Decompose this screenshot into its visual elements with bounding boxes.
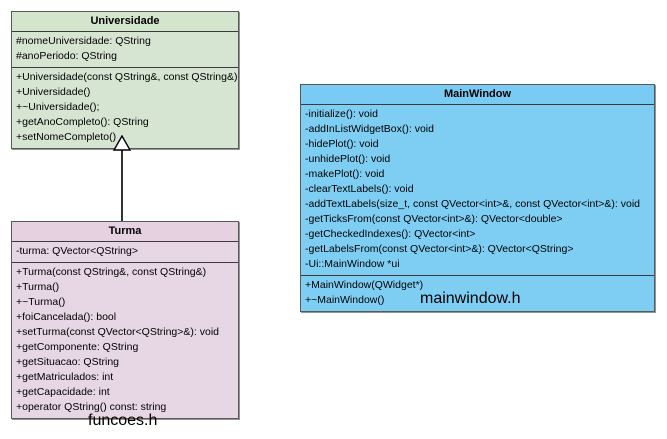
operation-row: +foiCancelada(): bool bbox=[16, 311, 117, 323]
operation-row: +getAnoCompleto(): QString bbox=[16, 116, 149, 128]
operation-row: +getComponente: QString bbox=[16, 341, 139, 353]
operation-row: +setNomeCompleto() bbox=[16, 131, 117, 143]
member-row: -Ui::MainWindow *ui bbox=[305, 258, 400, 270]
operation-row: +~Universidade(); bbox=[16, 101, 100, 113]
attribute-row: -turma: QVector<QString> bbox=[16, 245, 138, 257]
member-row: -getTicksFrom(const QVector<int>&): QVec… bbox=[305, 213, 563, 225]
member-row: +~MainWindow() bbox=[305, 294, 385, 306]
public-members-compartment-mainwindow: +MainWindow(QWidget*) +~MainWindow() bbox=[301, 276, 654, 311]
caption-funcoes-header: funcoes.h bbox=[88, 412, 158, 429]
member-row: -addInListWidgetBox(): void bbox=[305, 123, 434, 135]
attributes-compartment-universidade: #nomeUniversidade: QString #anoPeriodo: … bbox=[12, 32, 238, 68]
operation-row: +Universidade(const QString&, const QStr… bbox=[16, 71, 238, 83]
operation-row: +Universidade() bbox=[16, 86, 91, 98]
operations-compartment-turma: +Turma(const QString&, const QString&) +… bbox=[12, 263, 238, 418]
operation-row: +Turma(const QString&, const QString&) bbox=[16, 266, 207, 278]
attribute-row: #nomeUniversidade: QString bbox=[16, 35, 151, 47]
member-row: -initialize(): void bbox=[305, 108, 378, 120]
class-box-mainwindow[interactable]: MainWindow -initialize(): void -addInLis… bbox=[300, 84, 655, 312]
operation-row: +operator QString() const: string bbox=[16, 401, 167, 413]
class-box-turma[interactable]: Turma -turma: QVector<QString> +Turma(co… bbox=[11, 221, 239, 419]
member-row: -getLabelsFrom(const QVector<int>&): QVe… bbox=[305, 243, 574, 255]
operation-row: +Turma() bbox=[16, 281, 60, 293]
member-row: -unhidePlot(): void bbox=[305, 153, 391, 165]
class-box-universidade[interactable]: Universidade #nomeUniversidade: QString … bbox=[11, 11, 239, 149]
private-members-compartment-mainwindow: -initialize(): void -addInListWidgetBox(… bbox=[301, 105, 654, 276]
class-title-mainwindow: MainWindow bbox=[301, 85, 654, 105]
operation-row: +getCapacidade: int bbox=[16, 386, 110, 398]
caption-mainwindow-header: mainwindow.h bbox=[420, 290, 521, 307]
operation-row: +getMatriculados: int bbox=[16, 371, 114, 383]
member-row: -clearTextLabels(): void bbox=[305, 183, 414, 195]
operations-compartment-universidade: +Universidade(const QString&, const QStr… bbox=[12, 68, 238, 148]
class-title-universidade: Universidade bbox=[12, 12, 238, 32]
generalization-arrow-icon bbox=[112, 135, 132, 222]
attribute-row: #anoPeriodo: QString bbox=[16, 50, 117, 62]
member-row: -hidePlot(): void bbox=[305, 138, 379, 150]
attributes-compartment-turma: -turma: QVector<QString> bbox=[12, 242, 238, 263]
member-row: -getCheckedIndexes(): QVector<int> bbox=[305, 228, 476, 240]
member-row: -makePlot(): void bbox=[305, 168, 385, 180]
class-title-turma: Turma bbox=[12, 222, 238, 242]
operation-row: +setTurma(const QVector<QString>&): void bbox=[16, 326, 219, 338]
operation-row: +getSituacao: QString bbox=[16, 356, 120, 368]
operation-row: +~Turma() bbox=[16, 296, 66, 308]
member-row: +MainWindow(QWidget*) bbox=[305, 279, 424, 291]
member-row: -addTextLabels(size_t, const QVector<int… bbox=[305, 198, 641, 210]
